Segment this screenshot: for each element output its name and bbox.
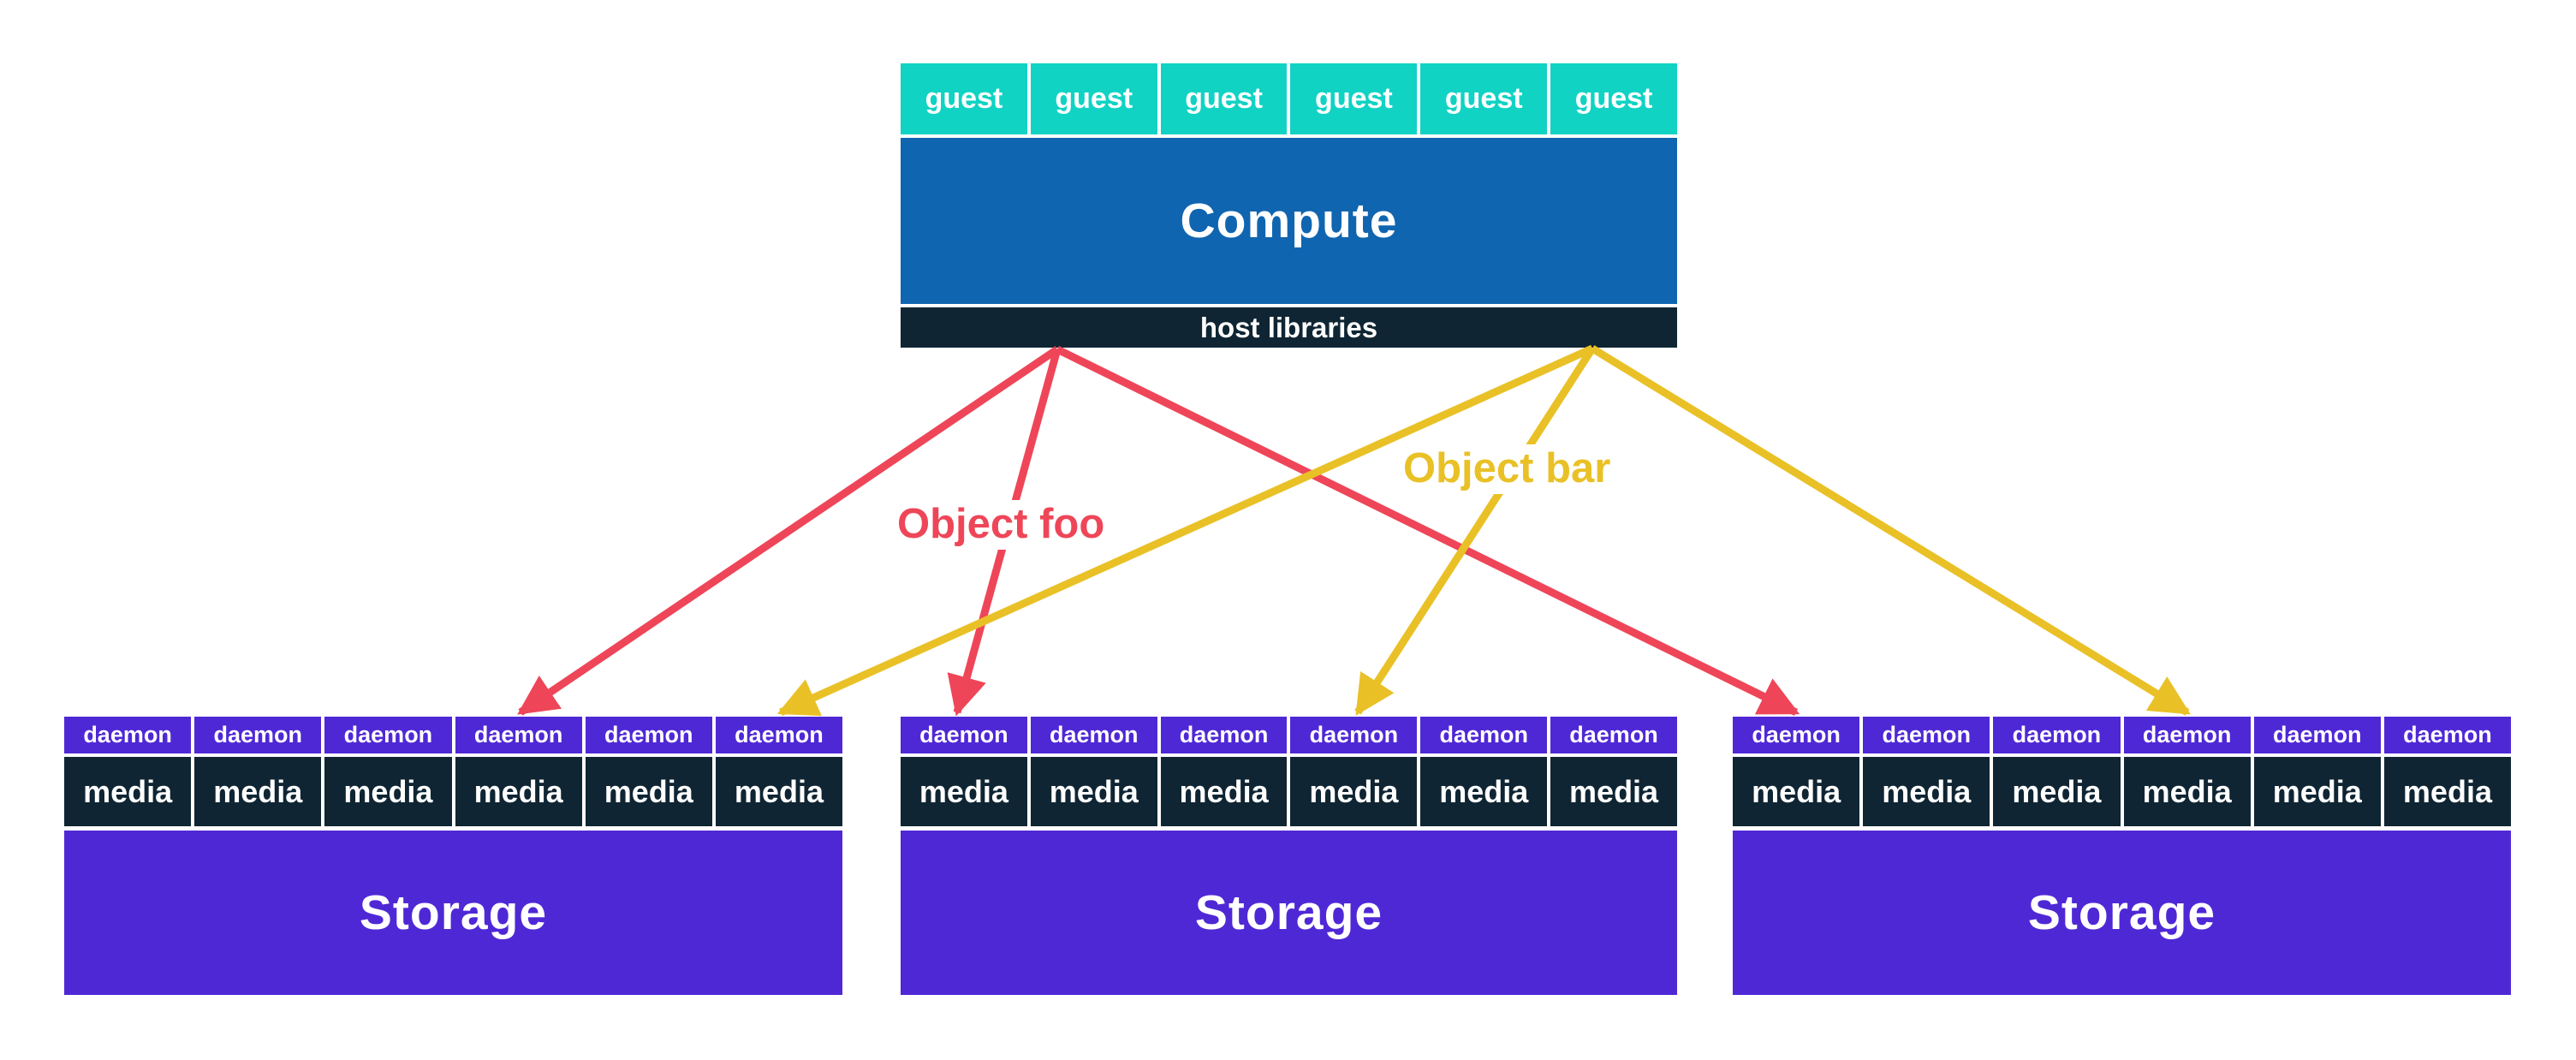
media-cell: media <box>2123 757 2251 826</box>
media-cell: media <box>1030 757 1157 826</box>
media-cell: media <box>1550 757 1677 826</box>
flow-label-object-bar: Object bar <box>1395 444 1620 494</box>
daemon-cell: daemon <box>1160 717 1288 753</box>
daemon-cell: daemon <box>1550 717 1677 753</box>
media-cell: media <box>1863 757 1990 826</box>
daemon-cell: daemon <box>324 717 452 753</box>
flow-label-object-foo: Object foo <box>889 500 1114 550</box>
storage-label: Storage <box>2027 885 2216 940</box>
arrow-object-bar-to-storage-1 <box>776 344 1594 717</box>
daemon-cell: daemon <box>2383 717 2512 753</box>
arrow-object-foo-to-storage-1 <box>517 346 1060 716</box>
media-cell: media <box>1733 757 1860 826</box>
arrow-object-foo-to-storage-3 <box>1056 345 1800 717</box>
media-cell: media <box>901 757 1027 826</box>
storage-block: Storage <box>901 831 1677 995</box>
host-libraries-band: host libraries <box>901 307 1677 348</box>
daemon-cell: daemon <box>1993 717 2121 753</box>
media-cell: media <box>1420 757 1548 826</box>
daemon-cell: daemon <box>64 717 192 753</box>
storage-block: Storage <box>64 831 842 995</box>
guest-cell: guest <box>1420 63 1548 134</box>
storage-label: Storage <box>359 885 548 940</box>
guest-cell: guest <box>1160 63 1288 134</box>
guest-cell: guest <box>1290 63 1418 134</box>
daemon-cell: daemon <box>2123 717 2251 753</box>
guest-cell: guest <box>1550 63 1677 134</box>
host-libraries-label: host libraries <box>1199 311 1378 343</box>
daemon-cell: daemon <box>901 717 1027 753</box>
media-cell: media <box>324 757 452 826</box>
daemon-cell: daemon <box>2253 717 2381 753</box>
daemon-cell: daemon <box>1863 717 1990 753</box>
daemon-cell: daemon <box>455 717 582 753</box>
media-cell: media <box>194 757 322 826</box>
guest-cell: guest <box>901 63 1027 134</box>
arrow-object-bar-to-storage-2 <box>1354 346 1596 716</box>
guest-cell: guest <box>1030 63 1157 134</box>
storage-block: Storage <box>1733 831 2511 995</box>
daemon-cell: daemon <box>715 717 843 753</box>
daemon-cell: daemon <box>1733 717 1860 753</box>
media-cell: media <box>64 757 192 826</box>
media-cell: media <box>1290 757 1418 826</box>
daemon-cell: daemon <box>1030 717 1157 753</box>
media-cell: media <box>1160 757 1288 826</box>
media-cell: media <box>715 757 843 826</box>
media-cell: media <box>2383 757 2512 826</box>
media-cell: media <box>1993 757 2121 826</box>
media-cell: media <box>2253 757 2381 826</box>
media-cell: media <box>455 757 582 826</box>
arrow-object-bar-to-storage-3 <box>1590 345 2191 716</box>
daemon-cell: daemon <box>585 717 712 753</box>
compute-label: Compute <box>1180 194 1398 248</box>
media-cell: media <box>585 757 712 826</box>
daemon-cell: daemon <box>1420 717 1548 753</box>
storage-label: Storage <box>1194 885 1383 940</box>
daemon-cell: daemon <box>194 717 322 753</box>
compute-block: Compute <box>901 138 1677 304</box>
daemon-cell: daemon <box>1290 717 1418 753</box>
